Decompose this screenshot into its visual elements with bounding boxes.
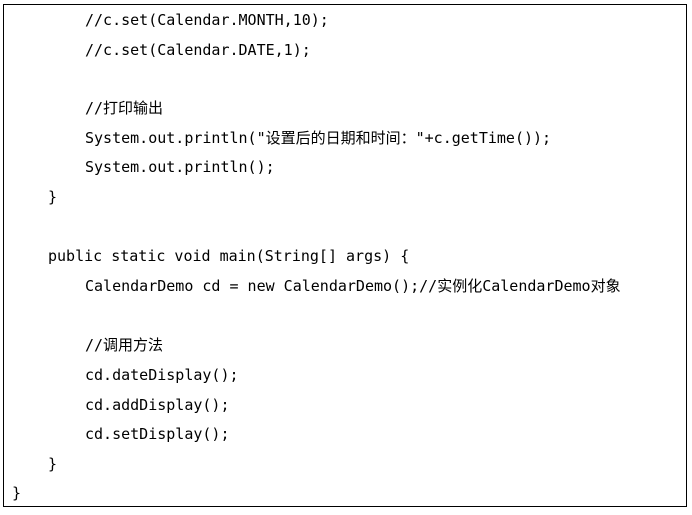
code-line-7: } bbox=[48, 188, 58, 206]
code-line-15: cd.setDisplay(); bbox=[85, 425, 230, 443]
code-line-16: } bbox=[48, 455, 58, 473]
code-block bbox=[3, 4, 687, 507]
code-line-10: CalendarDemo cd = new CalendarDemo();//实… bbox=[85, 277, 621, 295]
code-line-12: //调用方法 bbox=[85, 336, 164, 354]
code-line-2: //c.set(Calendar.DATE,1); bbox=[85, 41, 311, 59]
code-line-9: public static void main(String[] args) { bbox=[48, 247, 410, 265]
code-line-14: cd.addDisplay(); bbox=[85, 396, 230, 414]
code-line-17: } bbox=[12, 484, 22, 502]
code-line-4: //打印输出 bbox=[85, 99, 164, 117]
code-line-6: System.out.println(); bbox=[85, 158, 275, 176]
code-line-1: //c.set(Calendar.MONTH,10); bbox=[85, 11, 329, 29]
code-line-13: cd.dateDisplay(); bbox=[85, 366, 239, 384]
code-line-5: System.out.println("设置后的日期和时间："+c.getTim… bbox=[85, 129, 552, 147]
